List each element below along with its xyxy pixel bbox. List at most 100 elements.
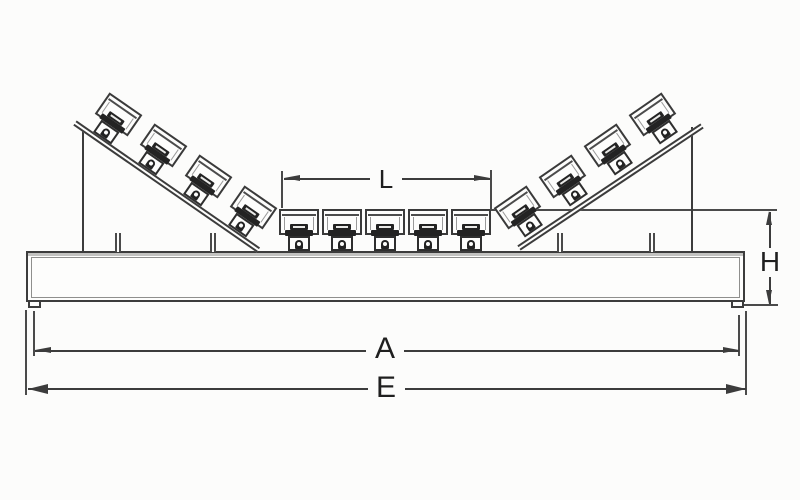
roller-inner-wall [284, 217, 285, 230]
l-dimension-line [402, 178, 490, 180]
bolt-head-icon [469, 242, 473, 246]
roller-unit [493, 185, 551, 242]
bracket-slot [422, 226, 434, 228]
dimension-label-a: A [374, 332, 396, 365]
support-post [115, 233, 121, 252]
h-bottom-reference-line [744, 304, 778, 306]
e-extension-line-left [25, 310, 27, 395]
bracket-slot [336, 226, 348, 228]
bolt-hole-icon [659, 126, 672, 139]
roller-rim-line [325, 214, 359, 216]
h-arrow-down-icon [766, 290, 772, 304]
roller-rim-line [411, 214, 445, 216]
roller-unit [628, 92, 686, 149]
bracket-slot [465, 226, 477, 228]
mount-bracket-cap [462, 224, 480, 230]
bolt-hole-icon [569, 188, 582, 201]
roller-inner-wall [485, 217, 486, 230]
mount-bracket-cap [290, 224, 308, 230]
bolt-hole-icon [144, 157, 157, 170]
roller-inner-wall [313, 217, 314, 230]
mount-bracket [285, 230, 313, 236]
mount-bracket [457, 230, 485, 236]
h-dimension-line [769, 212, 771, 248]
e-dimension-line [28, 388, 368, 390]
e-dimension-line [405, 388, 746, 390]
base-foot-right [731, 302, 744, 308]
roller-inner-wall [442, 217, 443, 230]
roller-unit [583, 123, 641, 180]
bolt-hole-icon [614, 157, 627, 170]
roller-unit [322, 209, 362, 251]
mount-bracket [328, 230, 356, 236]
bracket-slot [379, 226, 391, 228]
bolt-hole-icon [467, 240, 475, 249]
bolt-head-icon [617, 160, 623, 167]
bolt-head-icon [103, 129, 109, 136]
bolt-head-icon [426, 242, 430, 246]
support-post [210, 233, 216, 252]
a-dimension-line [35, 350, 366, 352]
roller-unit [538, 154, 596, 211]
roller-inner-wall [327, 217, 328, 230]
bolt-hole-icon [234, 219, 247, 232]
bolt-hole-icon [99, 126, 112, 139]
roller-unit [451, 209, 491, 251]
bolt-head-icon [297, 242, 301, 246]
roller-unit [131, 123, 188, 180]
roller-unit [221, 185, 278, 242]
mount-pedestal [417, 236, 439, 251]
right-support-edge [691, 127, 693, 253]
bolt-head-icon [527, 222, 533, 229]
base-beam-top-flange [28, 253, 743, 256]
mount-bracket [414, 230, 442, 236]
mount-bracket [371, 230, 399, 236]
e-arrow-left-icon [28, 384, 48, 394]
l-extension-line-left [281, 171, 283, 208]
roller-inner-wall [456, 217, 457, 230]
roller-inner-wall [370, 217, 371, 230]
mount-pedestal [288, 236, 310, 251]
e-arrow-right-icon [726, 384, 746, 394]
a-extension-line-left [33, 311, 35, 356]
roller-inner-wall [399, 217, 400, 230]
left-support-edge [82, 128, 84, 252]
base-beam-inner-line [31, 257, 740, 298]
bolt-head-icon [193, 191, 199, 198]
bolt-head-icon [148, 160, 154, 167]
roller-unit [279, 209, 319, 251]
mount-bracket-cap [376, 224, 394, 230]
l-dimension-line [284, 178, 370, 180]
mount-pedestal [374, 236, 396, 251]
bolt-hole-icon [338, 240, 346, 249]
l-extension-line-right [490, 170, 492, 210]
roller-unit [408, 209, 448, 251]
l-arrow-right-icon [474, 175, 490, 181]
dimension-label-e: E [375, 371, 397, 404]
roller-unit [86, 92, 143, 149]
bolt-hole-icon [381, 240, 389, 249]
roller-inner-wall [356, 217, 357, 230]
e-extension-line-right [745, 311, 747, 395]
a-dimension-line [404, 350, 739, 352]
support-post [649, 233, 655, 252]
bolt-hole-icon [295, 240, 303, 249]
bracket-slot [293, 226, 305, 228]
a-extension-line-right [738, 315, 740, 356]
bolt-head-icon [238, 222, 244, 229]
bolt-hole-icon [189, 188, 202, 201]
h-top-reference-line [490, 209, 777, 211]
bolt-hole-icon [424, 240, 432, 249]
dimension-label-l: L [378, 164, 394, 194]
a-arrow-right-icon [723, 347, 739, 353]
bolt-head-icon [662, 129, 668, 136]
mount-bracket-cap [419, 224, 437, 230]
base-foot-left [28, 302, 41, 308]
bolt-head-icon [572, 191, 578, 198]
h-arrow-up-icon [766, 211, 772, 225]
roller-inner-wall [413, 217, 414, 230]
bolt-head-icon [383, 242, 387, 246]
support-post [557, 233, 563, 252]
roller-unit [365, 209, 405, 251]
